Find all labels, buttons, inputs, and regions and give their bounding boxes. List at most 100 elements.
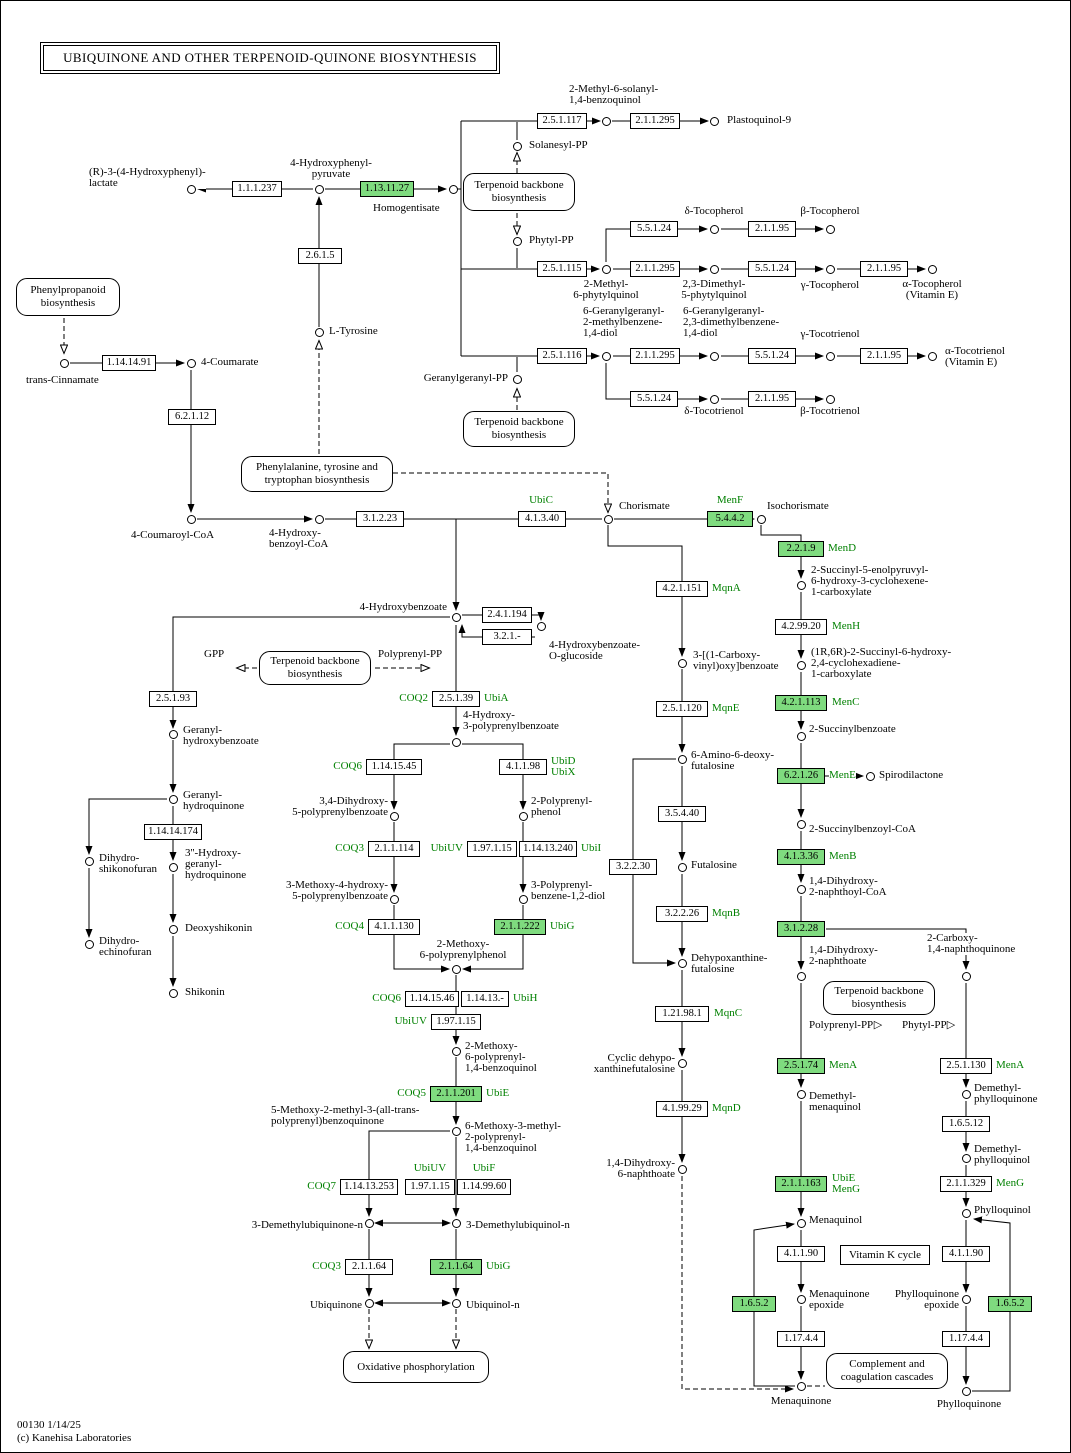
pathway-link[interactable]: Complement and coagulation cascades [826, 1353, 948, 1389]
compound-node[interactable] [84, 939, 94, 949]
ec-box-5.5.1.24[interactable]: 5.5.1.24 [630, 391, 678, 407]
ec-box-3.5.4.40[interactable]: 3.5.4.40 [658, 806, 706, 822]
ec-box-1.17.4.4[interactable]: 1.17.4.4 [777, 1331, 825, 1347]
ec-box-3.2.2.26[interactable]: 3.2.2.26 [656, 906, 708, 922]
compound-node[interactable] [512, 374, 522, 384]
ec-box-4.2.99.20[interactable]: 4.2.99.20 [775, 619, 827, 635]
ec-box-1.97.1.15[interactable]: 1.97.1.15 [405, 1179, 455, 1195]
compound-node[interactable] [168, 729, 178, 739]
compound-node[interactable] [451, 1298, 461, 1308]
ec-box-5.5.1.24[interactable]: 5.5.1.24 [748, 261, 796, 277]
compound-node[interactable] [796, 660, 806, 670]
compound-node[interactable] [677, 1058, 687, 1068]
compound-node[interactable] [518, 811, 528, 821]
ec-box-4.1.99.29[interactable]: 4.1.99.29 [656, 1101, 708, 1117]
ec-box-1.14.13.-[interactable]: 1.14.13.- [461, 991, 509, 1007]
ec-box-2.1.1.95[interactable]: 2.1.1.95 [748, 391, 796, 407]
compound-node[interactable] [709, 394, 719, 404]
ec-box-2.1.1.64[interactable]: 2.1.1.64 [345, 1259, 393, 1275]
compound-node[interactable] [168, 988, 178, 998]
ec-box-2.1.1.95[interactable]: 2.1.1.95 [748, 221, 796, 237]
compound-node[interactable] [168, 862, 178, 872]
ec-box-2.5.1.39[interactable]: 2.5.1.39 [432, 691, 480, 707]
compound-node[interactable] [314, 184, 324, 194]
compound-node[interactable] [796, 971, 806, 981]
ec-box-2.1.1.163[interactable]: 2.1.1.163 [775, 1176, 827, 1192]
compound-node[interactable] [389, 894, 399, 904]
compound-node[interactable] [601, 351, 611, 361]
ec-box-2.1.1.64[interactable]: 2.1.1.64 [430, 1259, 482, 1275]
ec-box-2.1.1.114[interactable]: 2.1.1.114 [368, 841, 420, 857]
compound-node[interactable] [601, 264, 611, 274]
compound-node[interactable] [314, 514, 324, 524]
ec-box-1.1.1.237[interactable]: 1.1.1.237 [232, 181, 282, 197]
ec-box-2.5.1.117[interactable]: 2.5.1.117 [537, 113, 587, 129]
ec-box-1.97.1.15[interactable]: 1.97.1.15 [431, 1014, 481, 1030]
compound-node[interactable] [756, 514, 766, 524]
compound-node[interactable] [364, 1218, 374, 1228]
compound-node[interactable] [961, 971, 971, 981]
ec-box-1.14.13.240[interactable]: 1.14.13.240 [519, 841, 577, 857]
pathway-link[interactable]: Vitamin K cycle [840, 1245, 930, 1265]
ec-box-2.1.1.201[interactable]: 2.1.1.201 [430, 1086, 482, 1102]
compound-node[interactable] [709, 351, 719, 361]
ec-box-4.1.1.90[interactable]: 4.1.1.90 [942, 1246, 990, 1262]
compound-node[interactable] [451, 612, 461, 622]
compound-node[interactable] [451, 737, 461, 747]
compound-node[interactable] [677, 658, 687, 668]
pathway-link[interactable]: Terpenoid backbone biosynthesis [823, 981, 935, 1015]
ec-box-2.1.1.95[interactable]: 2.1.1.95 [860, 261, 908, 277]
compound-node[interactable] [927, 264, 937, 274]
compound-node[interactable] [927, 351, 937, 361]
compound-node[interactable] [825, 394, 835, 404]
ec-box-1.6.5.2[interactable]: 1.6.5.2 [988, 1296, 1032, 1312]
ec-box-2.5.1.74[interactable]: 2.5.1.74 [777, 1058, 825, 1074]
ec-box-3.1.2.28[interactable]: 3.1.2.28 [777, 921, 825, 937]
compound-node[interactable] [59, 358, 69, 368]
ec-box-1.14.15.45[interactable]: 1.14.15.45 [366, 759, 422, 775]
ec-box-3.1.2.23[interactable]: 3.1.2.23 [356, 511, 404, 527]
ec-box-2.5.1.116[interactable]: 2.5.1.116 [537, 348, 587, 364]
compound-node[interactable] [796, 1381, 806, 1391]
ec-box-1.17.4.4[interactable]: 1.17.4.4 [942, 1331, 990, 1347]
compound-node[interactable] [186, 184, 196, 194]
compound-node[interactable] [796, 580, 806, 590]
ec-box-4.1.1.130[interactable]: 4.1.1.130 [368, 919, 420, 935]
compound-node[interactable] [709, 224, 719, 234]
compound-node[interactable] [389, 811, 399, 821]
compound-node[interactable] [84, 856, 94, 866]
ec-box-1.14.15.46[interactable]: 1.14.15.46 [405, 991, 459, 1007]
compound-node[interactable] [709, 264, 719, 274]
compound-node[interactable] [825, 224, 835, 234]
ec-box-2.5.1.120[interactable]: 2.5.1.120 [656, 701, 708, 717]
pathway-link[interactable]: Oxidative phosphorylation [343, 1351, 489, 1383]
ec-box-2.5.1.130[interactable]: 2.5.1.130 [940, 1058, 992, 1074]
ec-box-4.1.3.40[interactable]: 4.1.3.40 [518, 511, 566, 527]
compound-node[interactable] [796, 1089, 806, 1099]
ec-box-4.1.3.36[interactable]: 4.1.3.36 [777, 849, 825, 865]
ec-box-5.4.4.2[interactable]: 5.4.4.2 [707, 511, 753, 527]
compound-node[interactable] [961, 1294, 971, 1304]
compound-node[interactable] [186, 358, 196, 368]
ec-box-6.2.1.12[interactable]: 6.2.1.12 [168, 409, 216, 425]
compound-node[interactable] [186, 514, 196, 524]
compound-node[interactable] [796, 731, 806, 741]
pathway-link[interactable]: Terpenoid backbone biosynthesis [463, 173, 575, 211]
compound-node[interactable] [677, 754, 687, 764]
compound-node[interactable] [677, 862, 687, 872]
pathway-link[interactable]: Phenylpropanoid biosynthesis [16, 278, 120, 316]
compound-node[interactable] [512, 236, 522, 246]
compound-node[interactable] [677, 958, 687, 968]
ec-box-2.2.1.9[interactable]: 2.2.1.9 [778, 541, 824, 557]
ec-box-1.6.5.2[interactable]: 1.6.5.2 [732, 1296, 776, 1312]
ec-box-4.1.1.90[interactable]: 4.1.1.90 [777, 1246, 825, 1262]
ec-box-1.14.14.91[interactable]: 1.14.14.91 [102, 355, 156, 371]
pathway-link[interactable]: Phenylalanine, tyrosine and tryptophan b… [241, 456, 393, 492]
ec-box-3.2.1.-[interactable]: 3.2.1.- [482, 629, 532, 645]
pathway-link[interactable]: Terpenoid backbone biosynthesis [463, 411, 575, 447]
compound-node[interactable] [451, 1046, 461, 1056]
compound-node[interactable] [796, 1294, 806, 1304]
ec-box-4.2.1.151[interactable]: 4.2.1.151 [656, 581, 708, 597]
ec-box-4.1.1.98[interactable]: 4.1.1.98 [499, 759, 547, 775]
compound-node[interactable] [961, 1208, 971, 1218]
